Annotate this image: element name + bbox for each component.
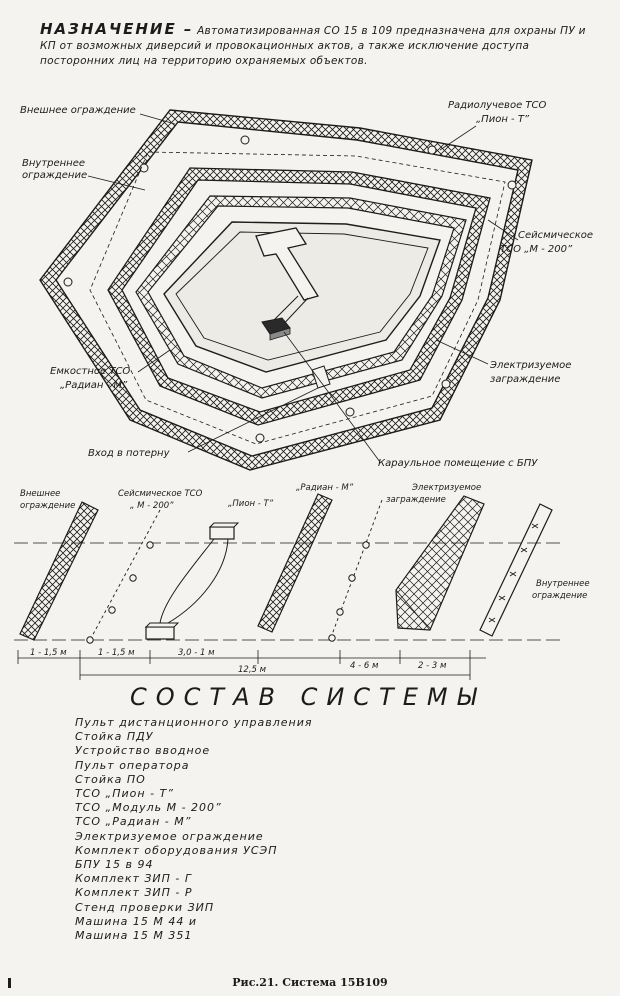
section-capacitive-fence — [257, 493, 333, 633]
dim-2: 1 - 1,5 м — [98, 648, 135, 658]
sec-label-radian: „Радиан - М” — [296, 483, 354, 493]
dimension-lines — [17, 650, 486, 680]
label-inner-fence-1: Внутреннее — [22, 158, 85, 169]
pion-transmitter — [209, 526, 235, 540]
radio-beam — [159, 538, 229, 624]
list-item: Комплект оборудования УСЭП — [75, 843, 278, 857]
label-entrance: Вход в потерну — [88, 448, 171, 459]
list-item: ТСО „Пион - Т” — [75, 787, 174, 801]
dim-total: 12,5 м — [238, 665, 267, 675]
dim-4: 4 - 6 м — [350, 661, 379, 671]
label-capacitive-2: „Радиан - М” — [60, 380, 128, 391]
plan-labels: Внешнее ограждение Внутреннее ограждение… — [20, 100, 593, 469]
guardroom-icon — [261, 317, 291, 341]
electrified-barrier-band — [135, 195, 467, 399]
dim-1: 1 - 1,5 м — [30, 648, 67, 658]
sec-label-pion: „Пион - Т” — [228, 499, 274, 509]
purpose-text: Автоматизированная СО 15 в 109 предназна… — [40, 25, 586, 67]
perimeter-plan — [39, 109, 533, 471]
list-item: БПУ 15 в 94 — [75, 858, 154, 872]
list-item: Пульт дистанционного управления — [75, 716, 313, 729]
bunker-t-shape — [255, 227, 320, 301]
list-item: Стенд проверки ЗИП — [75, 900, 215, 914]
label-seismic-2: ТСО „М - 200” — [500, 244, 573, 255]
list-item: Устройство вводное — [75, 744, 211, 758]
sec-label-seismic-1: Сейсмическое ТСО — [118, 489, 203, 499]
sec-label-inner-2: ограждение — [532, 591, 587, 601]
list-item: Машина 15 М 351 — [75, 929, 193, 943]
list-item: Стойка ПДУ — [75, 730, 154, 744]
section-electrified-barrier — [395, 495, 485, 631]
figure-caption: Рис.21. Система 15В109 — [232, 976, 388, 989]
section-outer-fence — [19, 501, 99, 641]
list-item: Комплект ЗИП - Г — [75, 872, 193, 886]
system-diagram: Внешнее ограждение Внутреннее ограждение… — [14, 100, 593, 680]
outer-fence-band — [39, 109, 533, 471]
pion-receiver — [145, 626, 175, 640]
list-item: Машина 15 М 44 и — [75, 914, 197, 928]
sec-label-electrified-2: заграждение — [386, 495, 446, 505]
label-seismic-1: Сейсмическое — [518, 230, 593, 241]
seismic-cable-path — [89, 151, 506, 445]
sec-label-electrified-1: Электризуемое — [411, 483, 481, 493]
corner-mark — [8, 978, 11, 988]
label-outer-fence: Внешнее ограждение — [20, 105, 136, 116]
radiowave-sensor-markers — [63, 135, 517, 443]
dim-5: 2 - 3 м — [418, 661, 447, 671]
cross-section: 1 - 1,5 м 1 - 1,5 м 3,0 - 1 м 4 - 6 м 2 … — [14, 493, 560, 680]
section-labels: Внешнее ограждение Сейсмическое ТСО „ М … — [20, 483, 590, 601]
dim-3: 3,0 - 1 м — [178, 648, 215, 658]
section-inner-fence — [479, 503, 553, 637]
sec-label-outer-1: Внешнее — [20, 489, 60, 499]
sec-label-seismic-2: „ М - 200” — [130, 501, 174, 511]
label-guardroom: Караульное помещение с БПУ — [378, 458, 538, 469]
label-radiowave-1: Радиолучевое ТСО — [448, 100, 546, 111]
purpose-heading: НАЗНАЧЕНИЕ – — [40, 20, 194, 38]
sec-label-inner-1: Внутреннее — [536, 579, 590, 589]
list-item: ТСО „Радиан - М” — [75, 815, 192, 829]
label-inner-fence-2: ограждение — [22, 170, 87, 181]
sec-label-outer-2: ограждение — [20, 501, 75, 511]
label-electrified-2: заграждение — [490, 374, 560, 385]
label-capacitive-1: Емкостное ТСО — [50, 366, 130, 377]
label-electrified-1: Электризуемое — [489, 360, 571, 371]
label-radiowave-2: „Пион - Т” — [476, 114, 530, 125]
purpose-paragraph: НАЗНАЧЕНИЕ – Автоматизированная СО 15 в … — [40, 22, 590, 69]
list-item: Пульт оператора — [75, 758, 190, 772]
capacitive-sensor-markers — [328, 541, 370, 642]
inner-fence-band — [107, 167, 491, 426]
list-item: Комплект ЗИП - Р — [75, 886, 193, 900]
seismic-sensor-markers — [86, 541, 154, 644]
list-item: Стойка ПО — [75, 772, 146, 786]
list-item: Электризуемое ограждение — [75, 829, 264, 843]
tunnel-entrance — [311, 365, 331, 389]
composition-title: СОСТАВ СИСТЕМЫ — [130, 683, 486, 711]
list-item: ТСО „Модуль М - 200” — [75, 801, 222, 815]
